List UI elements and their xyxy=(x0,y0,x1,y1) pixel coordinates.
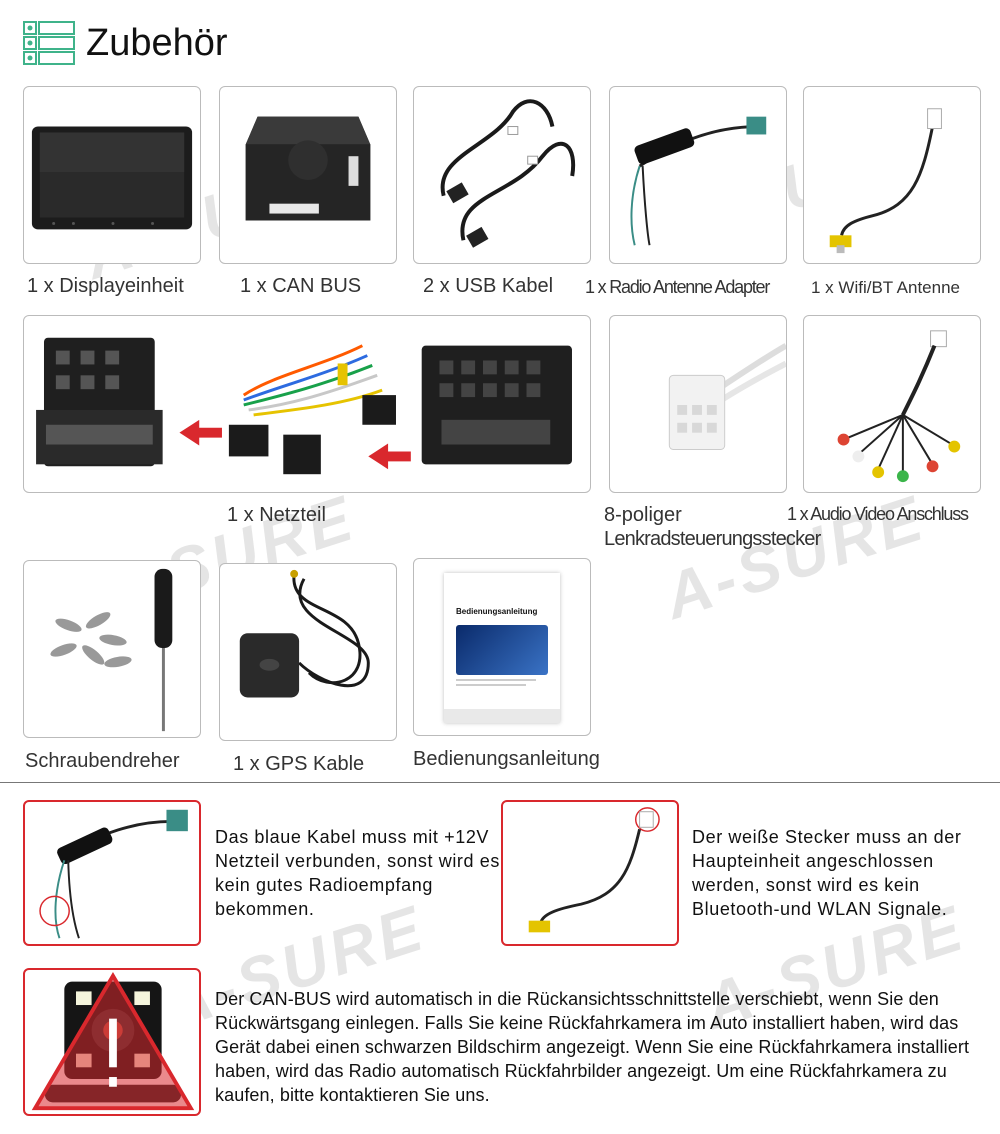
wifi-antenna-image xyxy=(803,86,981,264)
caption-display: 1 x Displayeinheit xyxy=(27,275,184,297)
page-header: Zubehör xyxy=(22,18,228,68)
gps-cable-image xyxy=(219,563,397,741)
power-harness-image xyxy=(23,315,591,493)
caption-wifi-antenna: 1 x Wifi/BT Antenne xyxy=(811,278,960,297)
manual-screen-graphic xyxy=(456,625,548,675)
caption-steering-line2: Lenkradsteuerungsstecker xyxy=(604,528,821,550)
note-white-plug-image xyxy=(501,800,679,946)
usb-cable-image xyxy=(413,86,591,264)
display-unit-image xyxy=(23,86,201,264)
manual-image: Bedienungsanleitung xyxy=(413,558,591,736)
note-blue-cable-text: Das blaue Kabel muss mit +12V Netzteil v… xyxy=(215,827,500,919)
manual-cover: Bedienungsanleitung xyxy=(444,573,560,723)
note-blue-cable-image xyxy=(23,800,201,946)
caption-gps: 1 x GPS Kable xyxy=(233,753,365,775)
steering-connector-image xyxy=(609,315,787,493)
page-title: Zubehör xyxy=(86,21,228,64)
caption-screwdriver: Schraubendreher xyxy=(25,750,180,772)
list-icon xyxy=(23,21,75,65)
manual-cover-title: Bedienungsanleitung xyxy=(456,607,538,616)
note-white-plug-text: Der weiße Stecker muss an der Haupteinhe… xyxy=(692,827,962,919)
av-connector-image xyxy=(803,315,981,493)
caption-av-connector: 1 x Audio Video Anschluss xyxy=(787,504,969,524)
canbus-image xyxy=(219,86,397,264)
note-canbus-camera-text: Der CAN-BUS wird automatisch in die Rück… xyxy=(215,989,970,1105)
caption-usb: 2 x USB Kabel xyxy=(423,275,554,297)
caption-manual: Bedienungsanleitung xyxy=(413,748,600,770)
section-divider xyxy=(0,782,1000,783)
note-camera-image xyxy=(23,968,201,1116)
screwdriver-image xyxy=(23,560,201,738)
radio-adapter-image xyxy=(609,86,787,264)
manual-text-line xyxy=(456,684,526,686)
manual-footer-band xyxy=(444,709,560,723)
caption-power-harness: 1 x Netzteil xyxy=(227,504,326,526)
caption-canbus: 1 x CAN BUS xyxy=(240,275,362,297)
manual-text-line xyxy=(456,679,536,681)
caption-steering-line1: 8-poliger xyxy=(604,504,682,526)
caption-radio-adapter: 1 x Radio Antenne Adapter xyxy=(585,277,770,297)
